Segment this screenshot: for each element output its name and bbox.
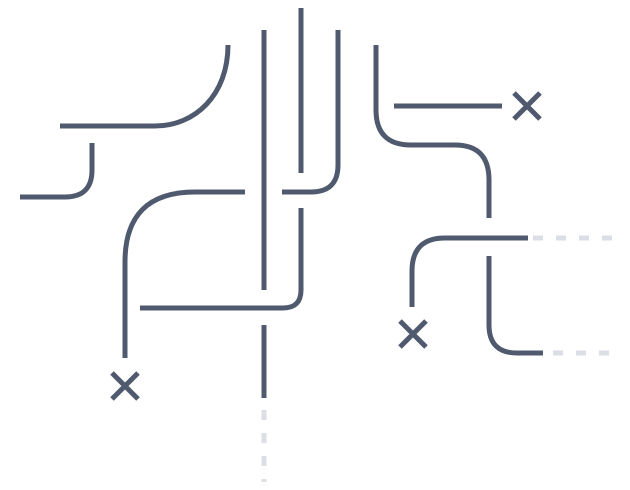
x-icon — [398, 319, 428, 349]
curve-right-mid — [409, 235, 528, 307]
curve-right-bottom — [486, 256, 543, 356]
x-icon — [110, 371, 140, 401]
curve-center-top — [282, 30, 341, 195]
x-icon — [512, 91, 542, 121]
curve-right-s — [373, 45, 492, 218]
curve-top-left — [60, 44, 231, 129]
curve-left-down — [122, 189, 245, 358]
hook-left — [20, 143, 95, 200]
curve-center-bottom — [140, 208, 304, 311]
